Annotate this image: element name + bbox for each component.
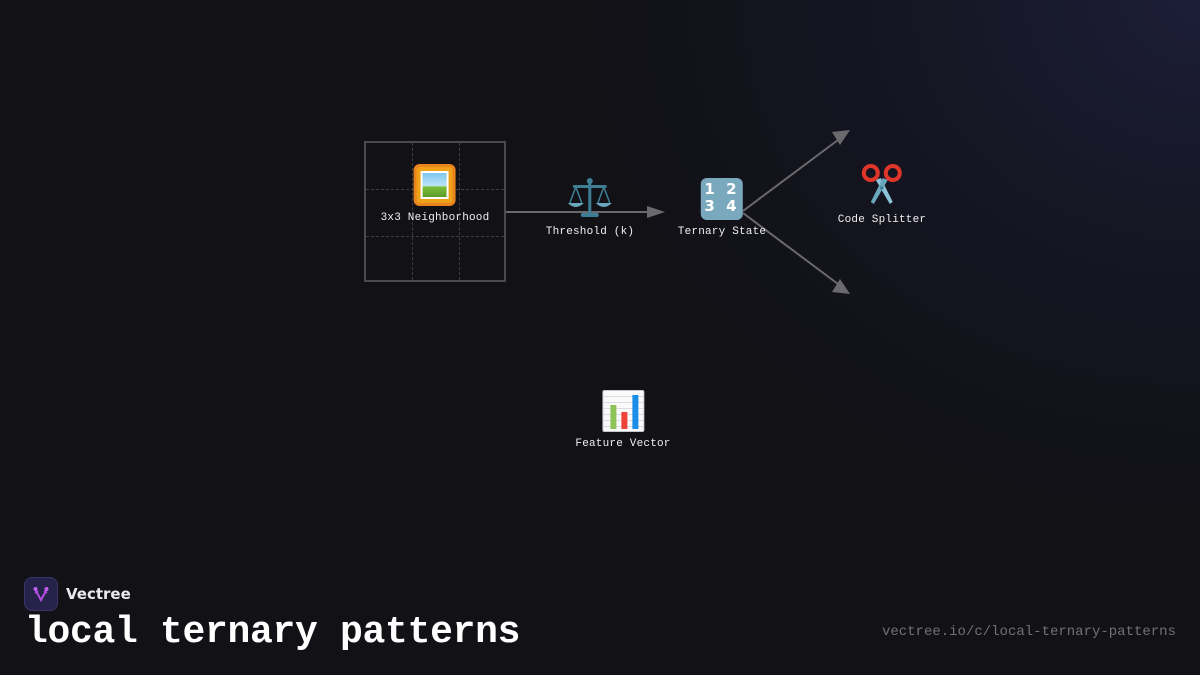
node-code-splitter[interactable]: Code Splitter bbox=[838, 164, 926, 226]
node-neighborhood[interactable]: 3x3 Neighborhood bbox=[381, 164, 490, 224]
scissors-icon bbox=[861, 164, 902, 204]
node-label: Threshold (k) bbox=[545, 226, 635, 238]
balance-scale-icon bbox=[567, 178, 612, 217]
page-title: local ternary patterns bbox=[25, 611, 521, 654]
framed-picture-icon bbox=[413, 164, 456, 206]
node-label: Feature Vector bbox=[575, 438, 671, 450]
vectree-logo-icon bbox=[24, 577, 58, 611]
grid-divider bbox=[459, 143, 460, 280]
node-label: 3x3 Neighborhood bbox=[380, 212, 490, 224]
grid-divider bbox=[412, 143, 413, 280]
node-threshold[interactable]: Threshold (k) bbox=[546, 176, 634, 238]
brand[interactable]: Vectree bbox=[24, 577, 131, 611]
bar-chart-icon bbox=[602, 390, 644, 432]
node-label: Ternary State bbox=[677, 226, 767, 238]
node-feature-vector[interactable]: Feature Vector bbox=[575, 390, 670, 450]
node-label: Code Splitter bbox=[837, 214, 927, 226]
grid-divider bbox=[366, 236, 504, 237]
brand-name: Vectree bbox=[66, 585, 131, 603]
page-url[interactable]: vectree.io/c/local-ternary-patterns bbox=[881, 624, 1176, 640]
